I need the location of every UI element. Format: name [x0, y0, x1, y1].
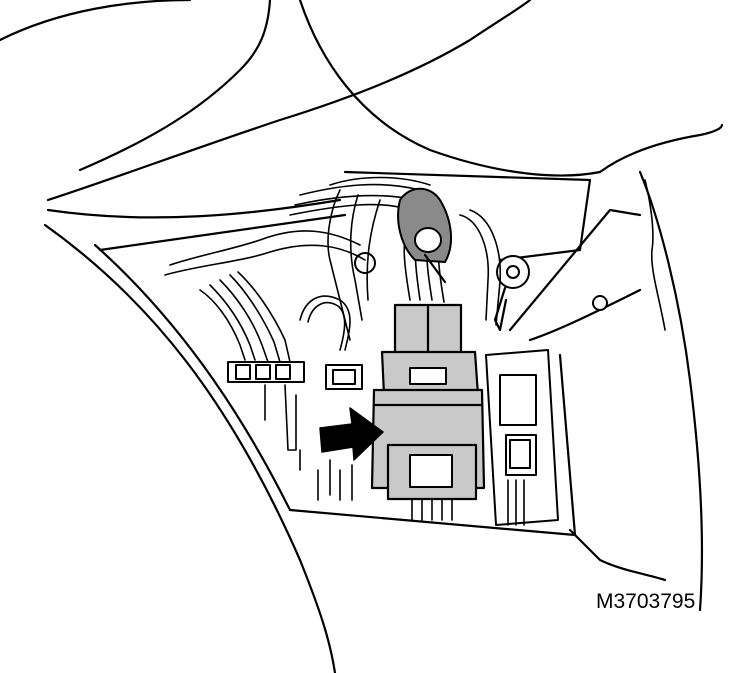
harness-clip [397, 187, 452, 284]
body-panel-outline [0, 0, 724, 612]
side-connector [485, 349, 559, 526]
ground-terminal [493, 255, 530, 332]
arrow-right-icon [319, 407, 384, 461]
fender-panel [43, 213, 347, 673]
small-connectors [227, 361, 363, 501]
figure-reference-code: M3703795 [596, 590, 696, 613]
target-connector [370, 303, 486, 521]
mounting-bracket [288, 170, 667, 582]
